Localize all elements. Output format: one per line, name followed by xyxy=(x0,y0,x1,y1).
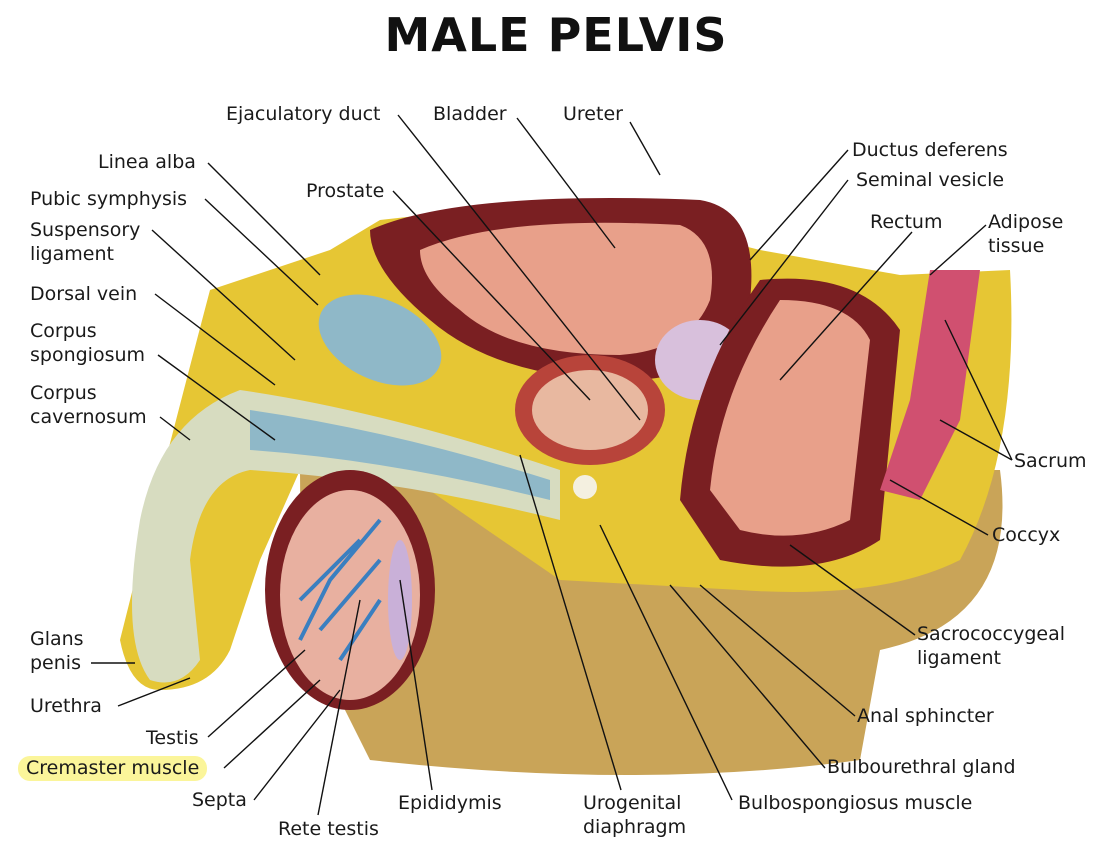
label-ureter: Ureter xyxy=(563,103,623,125)
label-corpus-cavernosum-2: cavernosum xyxy=(30,406,147,428)
label-bladder: Bladder xyxy=(433,103,507,125)
label-ductus-deferens: Ductus deferens xyxy=(852,139,1008,161)
label-dorsal-vein: Dorsal vein xyxy=(30,283,138,305)
label-seminal-vesicle: Seminal vesicle xyxy=(856,169,1005,191)
label-adipose: Adipose xyxy=(988,211,1064,233)
label-suspensory-ligament: ligament xyxy=(30,243,114,265)
label-rectum: Rectum xyxy=(870,211,943,233)
label-urethra: Urethra xyxy=(30,695,102,717)
pubic-symphysis-shape xyxy=(318,294,442,386)
label-urogenital-diaphragm: diaphragm xyxy=(583,816,687,838)
label-corpus-cavernosum: Corpus xyxy=(30,382,97,404)
label-corpus-spongiosum-2: spongiosum xyxy=(30,344,146,366)
label-ejaculatory-duct: Ejaculatory duct xyxy=(226,103,381,125)
label-sacrum: Sacrum xyxy=(1014,450,1087,472)
label-septa: Septa xyxy=(192,789,247,811)
label-prostate: Prostate xyxy=(306,180,385,202)
label-cremaster-muscle: Cremaster muscle xyxy=(18,756,208,781)
bladder-lumen xyxy=(420,222,712,355)
leader-lines xyxy=(91,114,1013,816)
label-suspensory: Suspensory xyxy=(30,219,141,241)
prostate-inner xyxy=(532,370,648,450)
label-corpus-spongiosum: Corpus xyxy=(30,320,97,342)
corpus-cavernosum-region xyxy=(250,410,550,500)
label-glans-penis: penis xyxy=(30,652,81,674)
label-pubic-symphysis: Pubic symphysis xyxy=(30,188,188,210)
epididymis-shape xyxy=(388,540,412,660)
label-epididymis: Epididymis xyxy=(398,792,502,814)
diagram-title: MALE PELVIS xyxy=(384,8,728,62)
sacrum-shape xyxy=(880,270,980,500)
label-adipose-tissue: tissue xyxy=(988,235,1045,257)
label-urogenital: Urogenital xyxy=(583,792,682,814)
label-sacrococcygeal: Sacrococcygeal xyxy=(917,623,1066,645)
label-linea-alba: Linea alba xyxy=(98,151,196,173)
label-bulbospongiosus-muscle: Bulbospongiosus muscle xyxy=(738,792,973,814)
rete-testis-vessels xyxy=(298,518,382,662)
label-glans: Glans xyxy=(30,628,84,650)
label-coccyx: Coccyx xyxy=(992,524,1061,546)
label-anal-sphincter: Anal sphincter xyxy=(857,705,994,727)
label-testis: Testis xyxy=(146,727,199,749)
bulbourethral-shape xyxy=(573,475,597,499)
label-rete-testis: Rete testis xyxy=(278,818,379,840)
label-bulbourethral-gland: Bulbourethral gland xyxy=(827,756,1016,778)
label-sacrococcygeal-ligament: ligament xyxy=(917,647,1001,669)
rectum-lumen xyxy=(710,300,870,536)
